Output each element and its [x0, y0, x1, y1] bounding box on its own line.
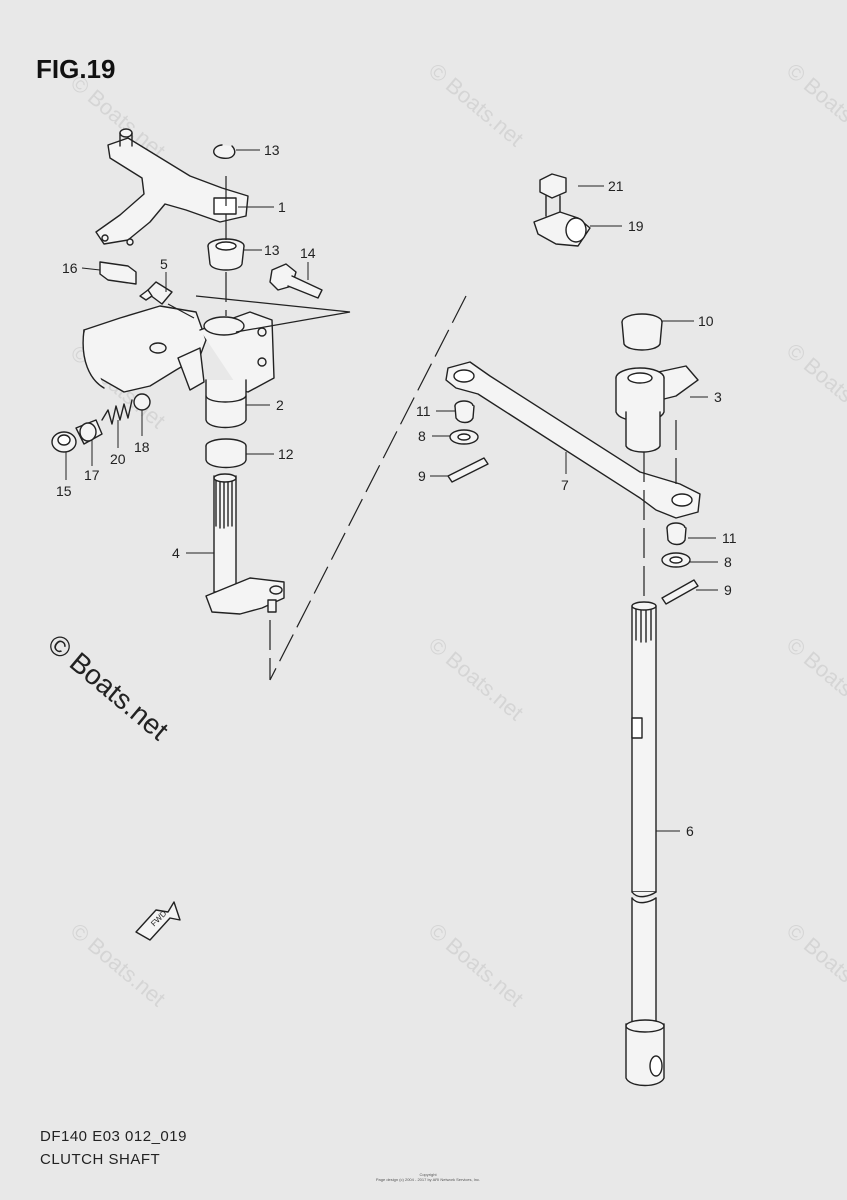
callout-3: 3: [714, 389, 722, 405]
callout-12: 12: [278, 446, 294, 462]
callout-15: 15: [56, 483, 72, 499]
part-5-nipple: [139, 281, 173, 305]
part-17-cap: [75, 419, 103, 445]
callout-18: 18: [134, 439, 150, 455]
callout-5: 5: [160, 256, 168, 272]
part-19-clamp: [533, 211, 591, 247]
copyright-line: Page design (c) 2004 - 2017 by ARI Netwo…: [375, 1177, 481, 1182]
copyright-line: Copyright: [419, 1172, 437, 1177]
callout-10: 10: [698, 313, 714, 329]
part-1-shift-lever: [95, 128, 249, 246]
part-13-bush: [207, 238, 245, 271]
figure-caption: CLUTCH SHAFT: [40, 1151, 161, 1168]
part-2-sleeve: [205, 379, 247, 429]
fwd-arrow-icon: [135, 901, 181, 941]
callout-9: 9: [724, 582, 732, 598]
assembly-line: [195, 295, 351, 333]
callout-20: 20: [110, 451, 126, 467]
part-7-link-rod: [445, 361, 701, 519]
callout-2: 2: [276, 397, 284, 413]
part-20-spring: [101, 399, 133, 425]
callout-11: 11: [416, 403, 431, 419]
part-11-bush-left: [454, 400, 475, 424]
part-16-clip: [99, 261, 137, 285]
part-3-lever-boss: [615, 365, 699, 453]
assembly-line: [167, 303, 195, 319]
clutch-shaft-bracket: [82, 305, 275, 393]
part-4-shaft: [205, 473, 285, 615]
callout-21: 21: [608, 178, 624, 194]
callout-13: 13: [264, 242, 280, 258]
part-9-cotter-pin-right: [661, 579, 699, 605]
part-11-bush-right: [666, 522, 687, 546]
part-15-plug: [51, 431, 77, 453]
callout-16: 16: [62, 260, 78, 276]
part-8-washer-right: [661, 552, 691, 568]
callout-6: 6: [686, 823, 694, 839]
assembly-line: [269, 295, 467, 681]
callout-14: 14: [300, 245, 316, 261]
callout-19: 19: [628, 218, 644, 234]
part-9-cotter-pin-left: [447, 457, 489, 483]
copyright-notice: Copyright Page design (c) 2004 - 2017 by…: [368, 1172, 488, 1182]
part-14-bolt: [269, 263, 323, 299]
callout-13: 13: [264, 142, 280, 158]
callout-17: 17: [84, 467, 100, 483]
callout-7: 7: [561, 477, 569, 493]
part-21-bolt: [539, 173, 567, 217]
callout-8: 8: [724, 554, 732, 570]
part-13-e-clip: [213, 144, 236, 160]
callout-8: 8: [418, 428, 426, 444]
part-6-long-shaft: [625, 601, 665, 1087]
callout-9: 9: [418, 468, 426, 484]
callout-4: 4: [172, 545, 180, 561]
callout-1: 1: [278, 199, 286, 215]
part-10-plug: [621, 313, 663, 351]
part-8-washer-left: [449, 429, 479, 445]
figure-title: FIG.19: [36, 54, 116, 84]
part-18-ball: [133, 393, 151, 411]
model-code: DF140 E03 012_019: [40, 1128, 187, 1145]
callout-11: 11: [722, 530, 737, 546]
part-12-seal: [205, 438, 247, 469]
leader-line: [81, 267, 101, 271]
